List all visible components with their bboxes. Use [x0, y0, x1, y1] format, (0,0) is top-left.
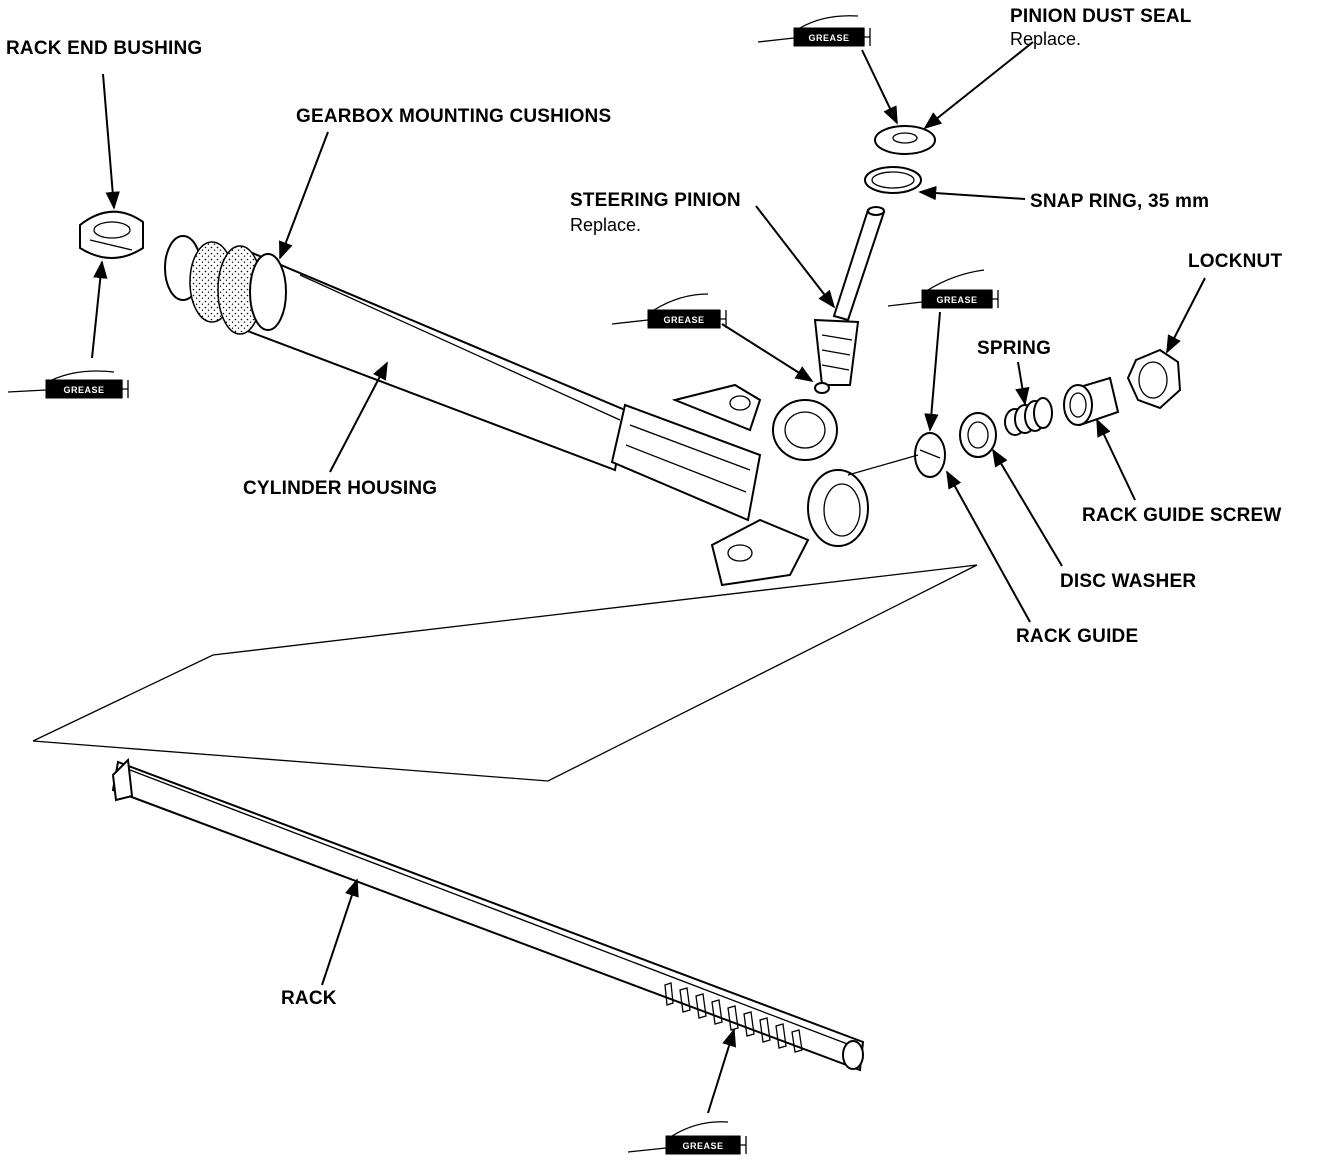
grease-label: GREASE	[682, 1141, 723, 1151]
disc-washer	[959, 412, 997, 458]
grease-label: GREASE	[663, 315, 704, 325]
housing-collar	[249, 253, 287, 331]
grease-tube-pinion-dust-seal: GREASE	[757, 15, 871, 47]
grease-tube-rack-guide: GREASE	[887, 269, 999, 309]
snap-ring	[864, 166, 922, 194]
label-rack-guide: RACK GUIDE	[1016, 626, 1138, 647]
rack-enclosure-outline	[32, 564, 978, 782]
grease-tube-rack-end-bushing: GREASE	[7, 370, 129, 399]
gear-housing-flange-bottom	[710, 518, 810, 587]
pinion-bore	[772, 399, 838, 461]
rack-guide-bore	[807, 469, 869, 547]
rack-guide-screw	[1063, 376, 1120, 427]
rack-end-face	[842, 1040, 864, 1070]
grease-label: GREASE	[808, 33, 849, 43]
label-locknut: LOCKNUT	[1188, 251, 1282, 272]
cylinder-tube	[243, 250, 627, 472]
spring	[1004, 397, 1053, 436]
grease-tube-rack: GREASE	[627, 1121, 747, 1155]
rack	[32, 564, 978, 1072]
rack-bar	[111, 760, 865, 1072]
pinion-shaft	[832, 208, 886, 322]
leader-lines	[91, 41, 1206, 1114]
note-pinion-dust-seal: Replace.	[1010, 29, 1081, 49]
label-gearbox-mounting-cushions: GEARBOX MOUNTING CUSHIONS	[296, 106, 611, 127]
note-steering-pinion: Replace.	[570, 215, 641, 235]
label-disc-washer: DISC WASHER	[1060, 571, 1196, 592]
pinion-dust-seal	[874, 125, 936, 155]
rack-end-bushing	[79, 210, 144, 259]
cylinder-housing	[164, 235, 627, 472]
steering-pinion	[813, 206, 886, 394]
gear-housing-body	[610, 403, 762, 522]
label-pinion-dust-seal: PINION DUST SEAL	[1010, 6, 1192, 27]
label-rack-end-bushing: RACK END BUSHING	[6, 38, 202, 59]
rack-teeth	[664, 982, 803, 1053]
label-snap-ring: SNAP RING, 35 mm	[1030, 191, 1209, 212]
label-rack: RACK	[281, 988, 337, 1009]
rack-guide	[914, 432, 946, 478]
rack-end-tip	[111, 757, 134, 802]
label-cylinder-housing: CYLINDER HOUSING	[243, 478, 437, 499]
label-steering-pinion: STEERING PINION	[570, 190, 741, 211]
grease-label: GREASE	[63, 385, 104, 395]
gear-housing	[610, 383, 869, 587]
label-spring: SPRING	[977, 338, 1051, 359]
label-rack-guide-screw: RACK GUIDE SCREW	[1082, 505, 1282, 526]
grease-label: GREASE	[936, 295, 977, 305]
locknut	[1126, 348, 1182, 410]
grease-tube-steering-pinion: GREASE	[611, 293, 727, 329]
